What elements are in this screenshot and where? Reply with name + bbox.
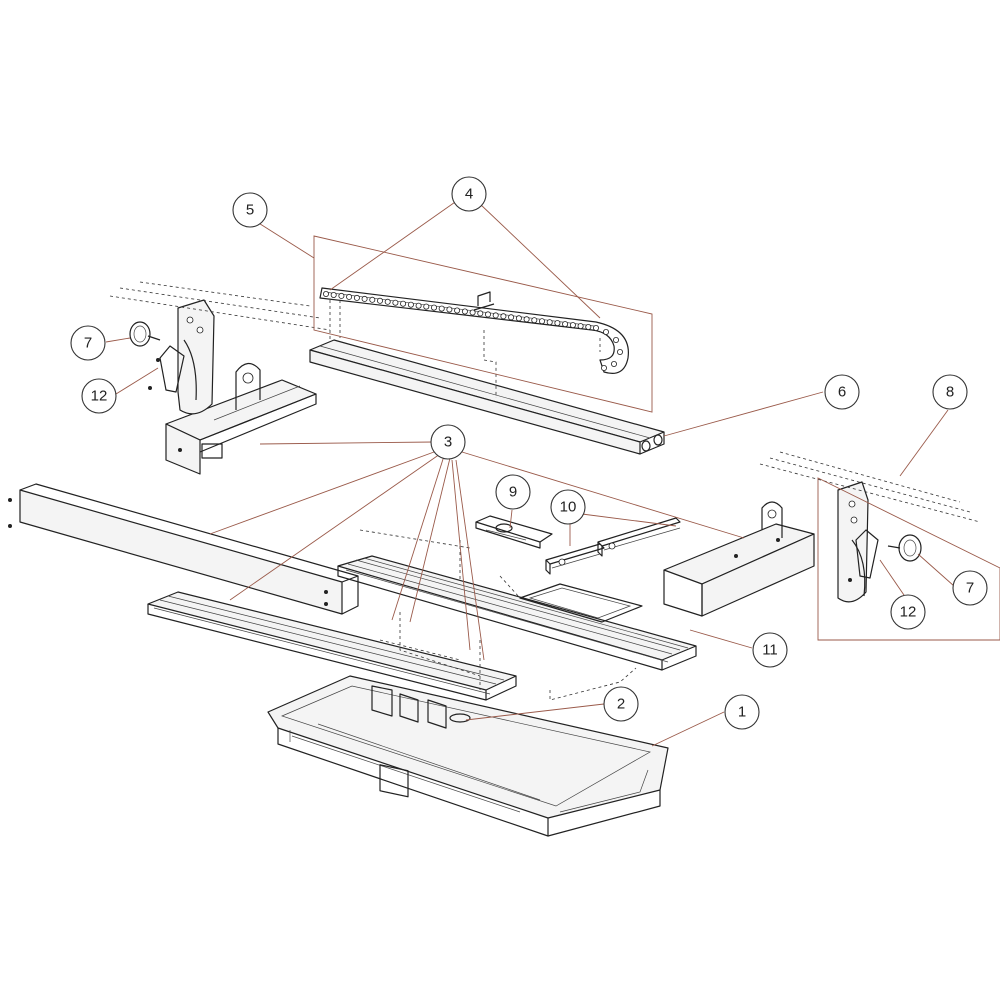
chain-links (322, 290, 624, 371)
rail-lower-left (147, 591, 517, 701)
frame-boxes (313, 235, 1000, 641)
chain-link-hole (500, 313, 507, 320)
chain-link-hole (523, 316, 530, 323)
chain-link-hole (415, 302, 422, 309)
chain-link-hole (469, 309, 476, 316)
chain-link-hole (369, 296, 376, 303)
callout-7-right: 7 (952, 570, 988, 606)
pillar-right (663, 501, 815, 617)
chain-link-hole (611, 360, 618, 367)
cable-chain (319, 287, 629, 374)
svg-text:2: 2 (617, 696, 625, 713)
chain-link-hole (539, 318, 546, 325)
chain-link-hole (577, 323, 584, 330)
svg-text:1: 1 (738, 704, 746, 721)
chain-link-hole (446, 306, 453, 313)
chain-link-hole (546, 319, 553, 326)
chain-link-hole (593, 324, 600, 331)
chain-link-hole (617, 348, 624, 355)
svg-text:6: 6 (838, 384, 846, 401)
chain-link-hole (392, 299, 399, 306)
callout-9: 9 (495, 474, 531, 510)
side-plate-right (837, 481, 879, 603)
angle-guide (475, 515, 553, 549)
chain-link-hole (438, 305, 445, 312)
chain-link-hole (562, 321, 569, 328)
callout-7-left: 7 (70, 325, 106, 361)
chain-link-hole (454, 307, 461, 314)
svg-text:7: 7 (966, 580, 974, 597)
chain-link-hole (585, 323, 592, 330)
svg-text:11: 11 (762, 642, 778, 659)
knob-left (129, 321, 161, 347)
chain-link-hole (477, 310, 484, 317)
chain-link-hole (554, 320, 561, 327)
chain-link-hole (322, 290, 329, 297)
svg-text:3: 3 (444, 434, 452, 451)
chain-link-hole (508, 314, 515, 321)
chain-link-hole (330, 291, 337, 298)
cutting-plate (519, 583, 643, 623)
callout-6: 6 (824, 374, 860, 410)
chain-link-hole (569, 322, 576, 329)
svg-text:8: 8 (946, 384, 954, 401)
chain-link-hole (376, 297, 383, 304)
slide-rail (309, 339, 665, 455)
chain-link-hole (461, 308, 468, 315)
chain-link-hole (613, 336, 620, 343)
callout-4: 4 (451, 176, 487, 212)
callout-1: 1 (724, 694, 760, 730)
svg-text:5: 5 (246, 202, 254, 219)
chain-link-hole (423, 303, 430, 310)
chain-link-hole (407, 301, 414, 308)
chain-link-hole (601, 364, 608, 371)
callout-2: 2 (603, 686, 639, 722)
chain-link-hole (515, 315, 522, 322)
chain-link-hole (346, 293, 353, 300)
callout-10: 10 (550, 489, 586, 525)
callout-12-left: 12 (81, 378, 117, 414)
svg-text:9: 9 (509, 484, 517, 501)
guide-bars (545, 517, 681, 575)
callout-5: 5 (232, 192, 268, 228)
callout-11: 11 (752, 632, 788, 668)
svg-text:7: 7 (84, 335, 92, 352)
side-plate-left (148, 299, 215, 415)
svg-text:12: 12 (91, 388, 108, 405)
leader-lines (105, 199, 955, 747)
chain-link-hole (531, 317, 538, 324)
callout-8: 8 (932, 374, 968, 410)
chain-link-hole (400, 300, 407, 307)
svg-text:10: 10 (560, 499, 577, 516)
svg-text:12: 12 (900, 604, 917, 621)
rail-main-center (337, 555, 697, 671)
base-tray (267, 675, 669, 837)
chain-link-hole (603, 328, 610, 335)
chain-link-hole (353, 294, 360, 301)
callout-12-right: 12 (890, 594, 926, 630)
chain-link-hole (361, 295, 368, 302)
chain-link-hole (430, 304, 437, 311)
chain-link-hole (492, 312, 499, 319)
chain-link-hole (384, 298, 391, 305)
chain-link-hole (484, 311, 491, 318)
chain-link-hole (338, 292, 345, 299)
svg-text:4: 4 (465, 186, 473, 203)
assembly-lines (109, 281, 981, 701)
callout-3: 3 (430, 424, 466, 460)
knob-right (887, 534, 922, 562)
pillar-left (165, 362, 317, 475)
